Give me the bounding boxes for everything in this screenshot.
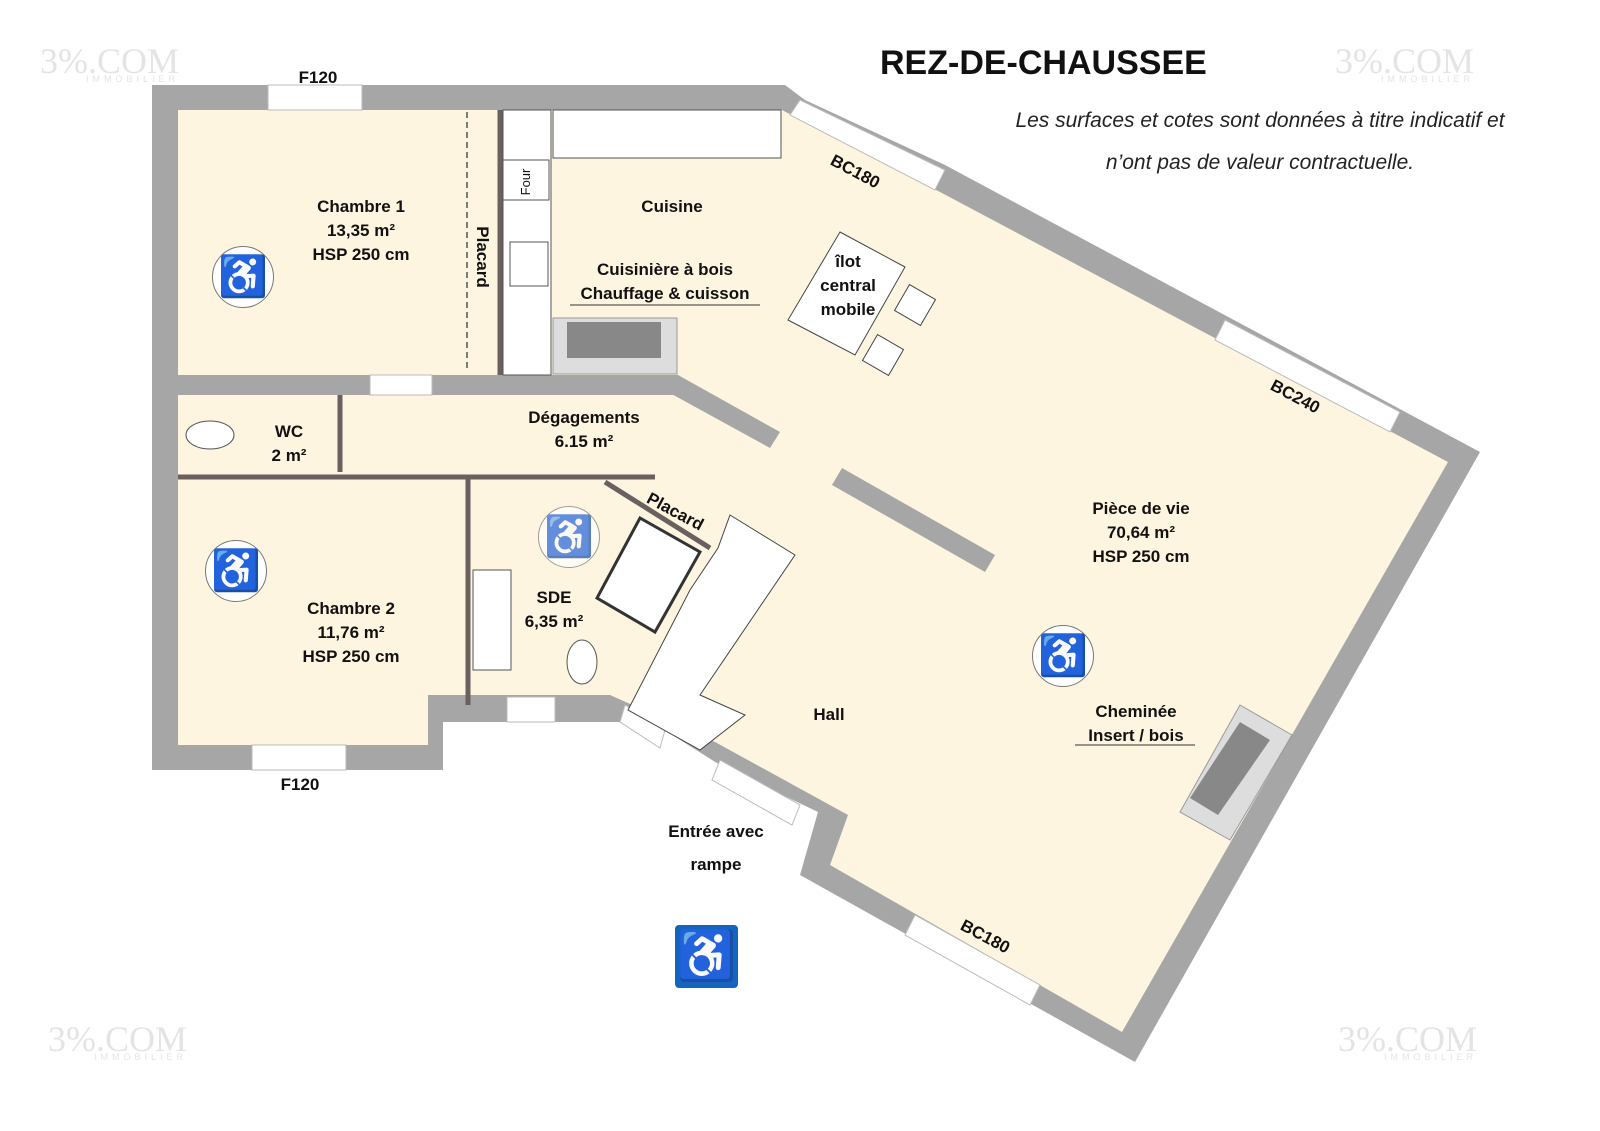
wheelchair-icon: ♿: [538, 506, 600, 568]
thin-walls: [178, 110, 712, 705]
wood-stove-body: [567, 322, 661, 358]
window-label: F120: [280, 775, 320, 794]
window-label: F120: [298, 68, 338, 87]
disclaimer-note: Les surfaces et cotes sont données à tit…: [1015, 109, 1505, 174]
kitchen-island: [787, 231, 906, 356]
room-label-cuisine: Cuisine: [641, 197, 703, 216]
wheelchair-icon: ♿: [205, 540, 267, 602]
fireplace-insert: [1190, 722, 1270, 815]
interior-walls: [178, 375, 995, 722]
shower: [594, 515, 703, 635]
placard-label: Placard: [473, 226, 492, 288]
floor: [178, 110, 1448, 1032]
double-sink: [472, 569, 512, 671]
windows: [251, 84, 1401, 1006]
chair: [861, 333, 905, 377]
wheelchair-icon: ♿: [1032, 625, 1094, 687]
chair: [893, 283, 937, 327]
wheelchair-ramp-icon: ♿: [675, 925, 738, 988]
kitchen-counters: [502, 109, 782, 376]
wheelchair-icon: ♿: [212, 246, 274, 308]
four-label: Four: [518, 168, 533, 196]
sde-toilet: [566, 639, 598, 685]
staircase: [627, 514, 796, 751]
wc-toilet: [185, 420, 235, 450]
room-label-hall: Hall: [813, 705, 845, 724]
page-title: REZ-DE-CHAUSSEE: [880, 44, 1207, 82]
